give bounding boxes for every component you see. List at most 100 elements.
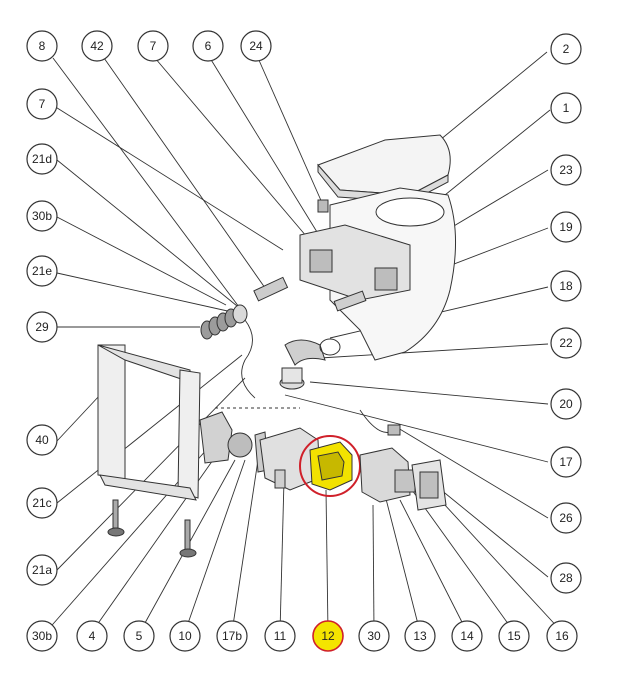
callout-circle	[26, 487, 58, 519]
leader-24	[257, 57, 324, 206]
callout-6: 6	[192, 30, 224, 62]
callout-circle	[26, 88, 58, 120]
callout-19: 19	[550, 211, 582, 243]
callout-20: 20	[550, 388, 582, 420]
leader-26	[397, 427, 549, 519]
callout-text: 6	[205, 39, 212, 53]
leader-8	[52, 57, 246, 316]
impeller-10	[227, 432, 253, 458]
callout-circle	[26, 255, 58, 287]
callout-text: 7	[39, 97, 46, 111]
bracket-port-left	[309, 249, 333, 273]
callout-13: 13	[404, 620, 436, 652]
callout-text: 10	[178, 629, 192, 643]
callout-text: 30b	[32, 209, 52, 223]
leader-28	[434, 484, 549, 578]
callout-2: 2	[550, 33, 582, 65]
pump-housing-4	[199, 411, 233, 464]
bowl-opening	[375, 197, 445, 227]
leader-6	[209, 57, 326, 246]
callout-23: 23	[550, 154, 582, 186]
callout-10: 10	[169, 620, 201, 652]
leader-30b-top	[56, 216, 227, 306]
foot-left-base	[107, 527, 125, 537]
foot-left	[112, 499, 119, 529]
callout-text: 26	[559, 511, 573, 525]
callout-text: 2	[563, 42, 570, 56]
callout-circle	[192, 30, 224, 62]
fitting-19	[333, 290, 367, 312]
callout-circle	[550, 154, 582, 186]
leader-40	[56, 394, 101, 442]
callout-text: 21c	[32, 496, 51, 510]
callout-text: 19	[559, 220, 573, 234]
callout-14: 14	[451, 620, 483, 652]
highlighted-part-12-detail	[317, 451, 345, 481]
callout-circle	[264, 620, 296, 652]
callout-circle	[169, 620, 201, 652]
panel-28-inner	[419, 471, 439, 499]
callout-30b: 30b	[26, 200, 58, 232]
callout-text: 22	[559, 336, 573, 350]
callout-circle	[550, 562, 582, 594]
leader-30	[372, 504, 375, 633]
leader-1	[444, 109, 551, 196]
callout-text: 18	[559, 279, 573, 293]
callout-15: 15	[498, 620, 530, 652]
callout-1: 1	[550, 92, 582, 124]
elbow-18	[284, 339, 326, 366]
callout-text: 17	[559, 455, 573, 469]
callout-text: 23	[559, 163, 573, 177]
callout-text: 21d	[32, 152, 52, 166]
callout-circle	[550, 502, 582, 534]
callout-text: 29	[35, 320, 49, 334]
callout-text: 14	[460, 629, 474, 643]
callout-text: 7	[150, 39, 157, 53]
callout-40: 40	[26, 424, 58, 456]
callout-text: 30b	[32, 629, 52, 643]
callout-5: 5	[123, 620, 155, 652]
callout-text: 24	[249, 39, 263, 53]
leader-7-top	[154, 57, 319, 251]
leader-17	[284, 394, 549, 463]
callout-circle	[498, 620, 530, 652]
connector-14	[394, 469, 416, 493]
callout-circle	[550, 327, 582, 359]
callout-17: 17	[550, 446, 582, 478]
leader-21e	[56, 272, 233, 313]
callout-circle	[358, 620, 390, 652]
callout-22: 22	[550, 327, 582, 359]
callout-circle	[137, 30, 169, 62]
callout-text: 30	[367, 629, 381, 643]
leader-21a	[56, 377, 246, 571]
callout-8: 8	[26, 30, 58, 62]
callout-circle	[26, 143, 58, 175]
leader-20	[309, 381, 549, 405]
hose-line	[241, 319, 256, 399]
callout-text: 21e	[32, 264, 52, 278]
leader-17b	[231, 459, 259, 633]
callout-text: 21a	[32, 563, 52, 577]
callout-18: 18	[550, 270, 582, 302]
frame-40	[97, 344, 201, 501]
callout-text: 8	[39, 39, 46, 53]
callout-29: 29	[26, 311, 58, 343]
callout-26: 26	[550, 502, 582, 534]
callout-text: 1	[563, 101, 570, 115]
callout-42: 42	[81, 30, 113, 62]
leader-12	[325, 489, 329, 633]
leader-2	[439, 51, 548, 141]
callout-circle	[26, 620, 58, 652]
leader-42	[103, 57, 271, 296]
callout-circle	[550, 446, 582, 478]
callout-circle	[26, 30, 58, 62]
fitting-42	[253, 276, 289, 302]
callout-16: 16	[546, 620, 578, 652]
callout-7: 7	[137, 30, 169, 62]
callout-circle	[550, 33, 582, 65]
callout-text: 13	[413, 629, 427, 643]
leader-14	[399, 499, 468, 633]
callout-7: 7	[26, 88, 58, 120]
